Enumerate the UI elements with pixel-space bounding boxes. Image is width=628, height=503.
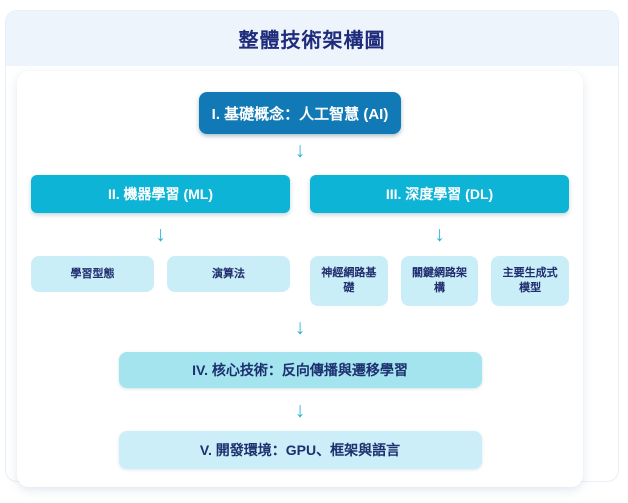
- node-deep-learning: III. 深度學習 (DL): [310, 175, 569, 213]
- node-algorithms: 演算法: [167, 256, 290, 292]
- down-arrow-icon: ↓: [294, 139, 306, 162]
- node-key-network-architectures: 關鍵網路架構: [400, 256, 479, 306]
- ml-children-row: 學習型態 演算法: [31, 256, 290, 292]
- node-ai-foundation: I. 基礎概念：人工智慧 (AI): [199, 92, 401, 134]
- down-arrow-icon: ↓: [294, 399, 306, 422]
- node-dev-environment: V. 開發環境：GPU、框架與語言: [118, 431, 482, 469]
- node-generative-models: 主要生成式模型: [491, 256, 570, 306]
- node-learning-types: 學習型態: [31, 256, 154, 292]
- branch-row: II. 機器學習 (ML) ↓ 學習型態 演算法 III. 深度學習 (DL) …: [31, 175, 570, 306]
- branch-machine-learning: II. 機器學習 (ML) ↓ 學習型態 演算法: [31, 175, 290, 306]
- node-machine-learning: II. 機器學習 (ML): [31, 175, 290, 213]
- diagram-panel: 整體技術架構圖 I. 基礎概念：人工智慧 (AI) ↓ II. 機器學習 (ML…: [5, 10, 619, 487]
- flowchart-card: I. 基礎概念：人工智慧 (AI) ↓ II. 機器學習 (ML) ↓ 學習型態…: [17, 71, 583, 487]
- down-arrow-icon: ↓: [155, 223, 166, 246]
- diagram-title: 整體技術架構圖: [238, 30, 386, 52]
- down-arrow-icon: ↓: [434, 223, 445, 246]
- node-core-techniques: IV. 核心技術：反向傳播與遷移學習: [118, 352, 482, 388]
- branch-deep-learning: III. 深度學習 (DL) ↓ 神經網路基礎 關鍵網路架構 主要生成式模型: [310, 175, 570, 306]
- node-neural-network-basics: 神經網路基礎: [310, 256, 388, 306]
- dl-children-row: 神經網路基礎 關鍵網路架構 主要生成式模型: [310, 256, 570, 306]
- diagram-header: 整體技術架構圖: [6, 11, 618, 66]
- down-arrow-icon: ↓: [294, 316, 306, 339]
